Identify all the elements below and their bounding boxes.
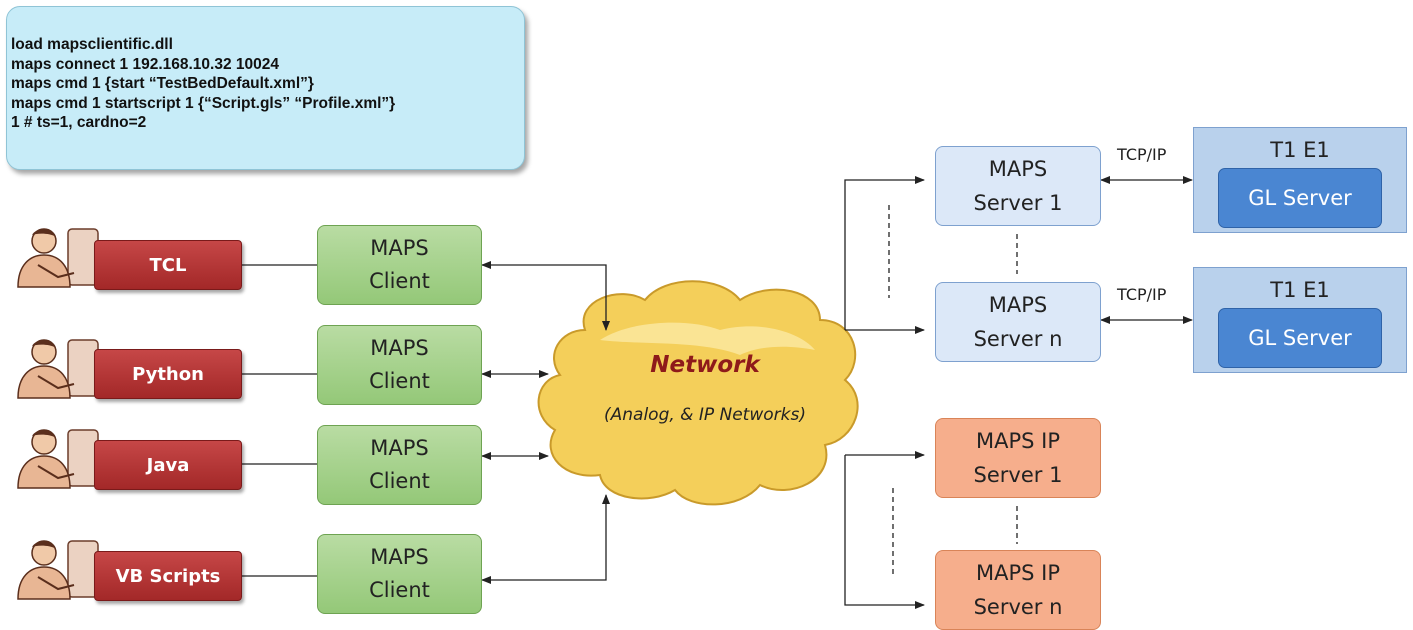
t1-e1-box: T1 E1 GL Server xyxy=(1193,127,1407,233)
server-label-line1: MAPS xyxy=(988,157,1048,181)
t1-e1-title: T1 E1 xyxy=(1270,278,1330,302)
code-line: 1 # ts=1, cardno=2 xyxy=(11,114,147,131)
maps-client-box: MAPS Client xyxy=(317,425,482,505)
server-label-line2: Server 1 xyxy=(973,191,1063,215)
maps-client-box: MAPS Client xyxy=(317,225,482,305)
maps-ip-server-box: MAPS IP Server 1 xyxy=(935,418,1101,498)
gl-server-box: GL Server xyxy=(1218,168,1382,228)
t1-e1-box: T1 E1 GL Server xyxy=(1193,267,1407,373)
person-at-computer-icon xyxy=(17,429,99,489)
ip-server-label-line2: Server 1 xyxy=(973,463,1063,487)
client-label-line2: Client xyxy=(369,578,430,602)
language-tab-python: Python xyxy=(94,349,242,399)
server-label-line1: MAPS xyxy=(988,293,1048,317)
language-tab-java: Java xyxy=(94,440,242,490)
language-tab-tcl: TCL xyxy=(94,240,242,290)
person-at-computer-icon xyxy=(17,339,99,399)
ip-server-label-line1: MAPS IP xyxy=(975,429,1060,453)
language-label: VB Scripts xyxy=(115,565,221,587)
ipservern-link xyxy=(844,455,925,609)
client-label-line2: Client xyxy=(369,369,430,393)
code-line: maps cmd 1 startscript 1 {“Script.gls” “… xyxy=(11,94,396,112)
script-code-box: load mapsclientific.dll maps connect 1 1… xyxy=(6,6,525,170)
maps-client-box: MAPS Client xyxy=(317,325,482,405)
ip-server-label-line1: MAPS IP xyxy=(975,561,1060,585)
client-label-line1: MAPS xyxy=(370,436,429,460)
client-label-line2: Client xyxy=(369,269,430,293)
ip-server-label-line2: Server n xyxy=(973,595,1063,619)
network-subtitle: (Analog, & IP Networks) xyxy=(604,405,806,425)
language-label: TCL xyxy=(149,254,187,276)
code-line: maps connect 1 192.168.10.32 10024 xyxy=(11,55,279,73)
tcp-ip-label: TCP/IP xyxy=(1117,145,1167,164)
client-label-line1: MAPS xyxy=(370,336,429,360)
person-at-computer-icon xyxy=(17,540,99,600)
client1-network-link xyxy=(481,261,610,331)
network-title: Network xyxy=(650,352,760,378)
client-label-line2: Client xyxy=(369,469,430,493)
server-label-line2: Server n xyxy=(973,327,1063,351)
maps-client-box: MAPS Client xyxy=(317,534,482,614)
gl-server-box: GL Server xyxy=(1218,308,1382,368)
maps-server-box: MAPS Server 1 xyxy=(935,146,1101,226)
client-label-line1: MAPS xyxy=(370,236,429,260)
maps-server-box: MAPS Server n xyxy=(935,282,1101,362)
code-line: maps cmd 1 {start “TestBedDefault.xml”} xyxy=(11,75,314,92)
language-label: Java xyxy=(146,454,190,476)
network-cloud xyxy=(537,280,859,506)
code-line: load mapsclientific.dll xyxy=(11,36,173,53)
person-at-computer-icon xyxy=(17,228,99,288)
server1-link xyxy=(844,176,925,330)
tcp-ip-label: TCP/IP xyxy=(1117,285,1167,304)
client-label-line1: MAPS xyxy=(370,545,429,569)
t1-e1-title: T1 E1 xyxy=(1270,138,1330,162)
language-tab-vb-scripts: VB Scripts xyxy=(94,551,242,601)
language-label: Python xyxy=(132,363,204,385)
client4-network-link xyxy=(481,494,610,584)
maps-ip-server-box: MAPS IP Server n xyxy=(935,550,1101,630)
